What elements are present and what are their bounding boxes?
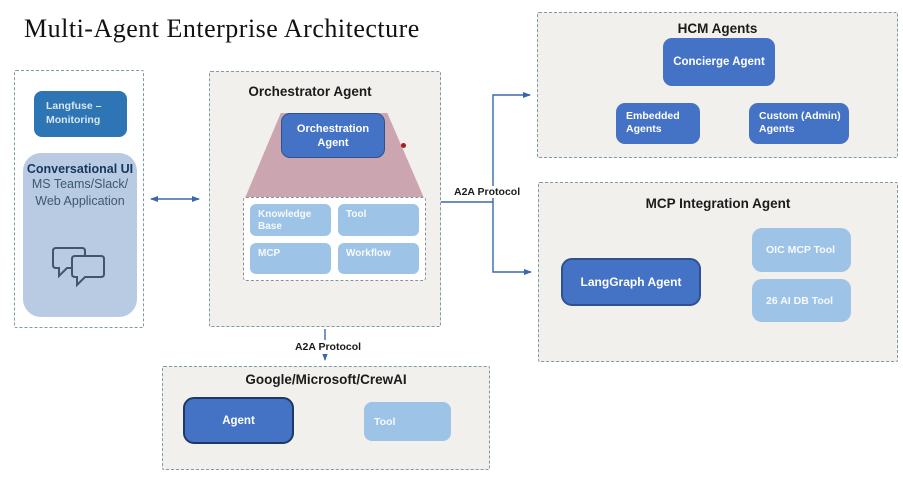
orchestrator-panel: Orchestrator Agent Orchestration Agent K… <box>209 71 441 327</box>
langfuse-monitoring-node: Langfuse – Monitoring <box>34 91 127 137</box>
tool-node: Tool <box>338 204 419 236</box>
oic-mcp-tool-node: OIC MCP Tool <box>752 228 851 272</box>
mcp-integration-title: MCP Integration Agent <box>645 196 791 211</box>
a2a-protocol-label-down: A2A Protocol <box>291 340 365 354</box>
langgraph-agent-node: LangGraph Agent <box>561 258 701 306</box>
concierge-agent-node: Concierge Agent <box>663 38 775 86</box>
orchestrator-tools-panel: Knowledge Base Tool MCP Workflow <box>243 197 426 281</box>
workflow-node: Workflow <box>338 242 419 274</box>
page-title: Multi-Agent Enterprise Architecture <box>24 14 420 43</box>
chat-bubbles-icon <box>52 247 105 288</box>
custom-admin-agents-node: Custom (Admin) Agents <box>749 103 849 144</box>
frameworks-panel: Google/Microsoft/CrewAI Agent Tool <box>162 366 490 470</box>
conversational-ui-sub2: Web Application <box>35 194 125 208</box>
framework-agent-node: Agent <box>183 397 294 444</box>
mcp-node: MCP <box>250 242 331 274</box>
orchestrator-title: Orchestrator Agent <box>248 84 372 99</box>
knowledge-base-node: Knowledge Base <box>250 204 331 236</box>
conversational-ui-heading: Conversational UI <box>26 162 134 176</box>
hcm-agents-title: HCM Agents <box>677 21 758 36</box>
a2a-arrow-to-mcp <box>492 202 532 275</box>
frameworks-title: Google/Microsoft/CrewAI <box>245 372 407 387</box>
orchestration-agent-node: Orchestration Agent <box>281 113 385 158</box>
hcm-agents-panel: HCM Agents Concierge Agent Embedded Agen… <box>537 12 898 158</box>
framework-tool-node: Tool <box>364 402 451 441</box>
embedded-agents-node: Embedded Agents <box>616 103 700 144</box>
ai-db-tool-node: 26 AI DB Tool <box>752 279 851 322</box>
conversational-ui-sub1: MS Teams/Slack/ <box>31 177 129 191</box>
a2a-protocol-label-right: A2A Protocol <box>452 186 523 198</box>
red-dot <box>401 143 406 148</box>
mcp-integration-panel: MCP Integration Agent LangGraph Agent OI… <box>538 182 898 362</box>
conversational-panel: Langfuse – Monitoring Conversational UI … <box>14 70 144 328</box>
conversational-ui-node: Conversational UI MS Teams/Slack/ Web Ap… <box>23 153 137 317</box>
